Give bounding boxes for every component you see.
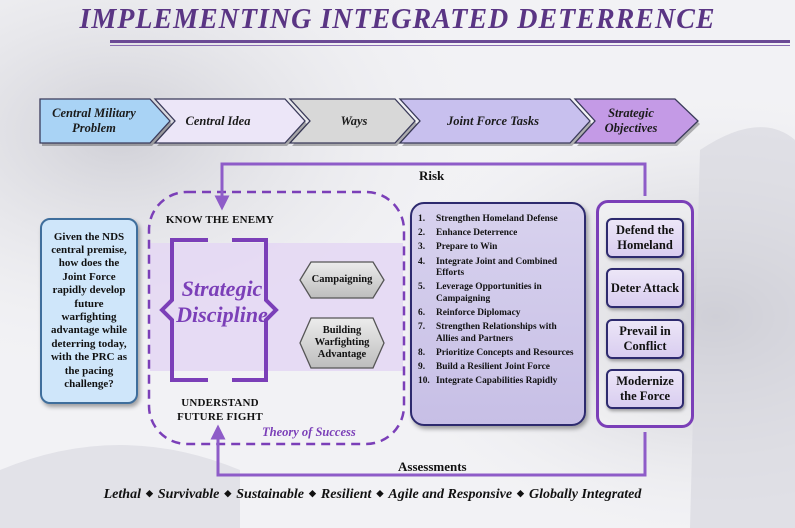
right-brace (232, 238, 279, 382)
task-text: Prioritize Concepts and Resources (436, 348, 574, 359)
title-underline-thin (110, 45, 790, 46)
task-item: 5. Leverage Opportunities in Campaigning (418, 282, 578, 305)
task-item: 3. Prepare to Win (418, 242, 578, 254)
task-text: Reinforce Diplomacy (436, 308, 521, 319)
understand-future-fight-label: UNDERSTAND FUTURE FIGHT (177, 397, 263, 423)
task-text: Enhance Deterrence (436, 228, 518, 239)
assessments-label: Assessments (398, 459, 467, 474)
page-title: IMPLEMENTING INTEGRATED DETERRENCE (79, 4, 716, 35)
task-item: 10. Integrate Capabilities Rapidly (418, 376, 578, 388)
task-number: 2. (418, 228, 426, 239)
objective-deter-attack: Deter Attack (606, 268, 684, 308)
task-text: Integrate Capabilities Rapidly (436, 376, 558, 387)
risk-label: Risk (419, 168, 445, 183)
task-item: 8. Prioritize Concepts and Resources (418, 348, 578, 360)
task-number: 7. (418, 322, 426, 333)
task-text: Integrate Joint and Combined Efforts (436, 256, 558, 279)
chevron-central-idea: Central Idea (185, 113, 251, 128)
attribute-item: Resilient (320, 487, 372, 502)
task-number: 8. (418, 348, 426, 359)
diamond-separator-icon: ◆ (308, 488, 316, 498)
chevron-shape-strategic-objectives (573, 98, 699, 144)
strategic-discipline-label: Strategic Discipline (176, 276, 268, 327)
chevron-shape-central-idea (153, 98, 306, 144)
diamond-separator-icon: ◆ (145, 488, 153, 498)
chevron-shape-joint-force-tasks (398, 98, 591, 144)
task-item: 1. Strengthen Homeland Defense (418, 214, 578, 226)
task-item: 2. Enhance Deterrence (418, 228, 578, 240)
task-item: 6. Reinforce Diplomacy (418, 308, 578, 320)
joint-force-attributes: Lethal ◆ Survivable ◆ Sustainable ◆ Resilient ◆… (0, 487, 745, 503)
chevron-shape-central-military-problem (39, 98, 171, 144)
task-item: 4. Integrate Joint and Combined Efforts (418, 257, 578, 280)
theory-frame (147, 190, 406, 446)
way-building-warfighting-advantage: Building Warfighting Advantage (314, 325, 370, 360)
task-number: 4. (418, 256, 426, 267)
attribute-item: Sustainable (236, 487, 304, 502)
hex-campaigning (299, 261, 385, 299)
chevron-shape-ways (288, 98, 416, 144)
way-campaigning: Campaigning (311, 274, 373, 285)
chevron-central-military-problem: Central Military Problem (52, 106, 136, 135)
chevron-strategic-objectives: Strategic Objectives (604, 106, 658, 135)
task-text: Prepare to Win (436, 242, 498, 253)
objective-defend-homeland: Defend the Homeland (606, 218, 684, 258)
central-problem-box: Given the NDS central premise, how does … (40, 218, 138, 404)
hex-warfighting (299, 317, 385, 369)
diamond-separator-icon: ◆ (224, 488, 232, 498)
joint-force-tasks-panel: 1. Strengthen Homeland Defense 2. Enhance D… (410, 202, 586, 426)
task-number: 9. (418, 362, 426, 373)
task-item: 7. Strengthen Relationships with Allies a… (418, 322, 578, 345)
attribute-item: Survivable (157, 487, 220, 502)
task-text: Build a Resilient Joint Force (436, 362, 550, 373)
theory-of-success-caption: Theory of Success (262, 425, 356, 439)
attribute-item: Agile and Responsive (388, 487, 513, 502)
task-text: Strengthen Relationships with Allies and… (436, 322, 557, 344)
attribute-item: Globally Integrated (528, 487, 642, 502)
chevron-ways: Ways (340, 113, 368, 128)
objective-prevail-in-conflict: Prevail in Conflict (606, 319, 684, 359)
task-number: 3. (418, 242, 426, 253)
task-number: 5. (418, 282, 426, 293)
diamond-separator-icon: ◆ (376, 488, 384, 498)
chevron-joint-force-tasks: Joint Force Tasks (447, 113, 539, 128)
task-number: 10. (418, 376, 430, 387)
know-the-enemy-label: KNOW THE ENEMY (165, 214, 275, 226)
objective-modernize-force: Modernize the Force (606, 369, 684, 409)
task-item: 9. Build a Resilient Joint Force (418, 362, 578, 374)
task-number: 6. (418, 308, 426, 319)
task-text: Leverage Opportunities in Campaigning (436, 282, 542, 304)
task-number: 1. (418, 214, 426, 224)
task-text: Strengthen Homeland Defense (436, 214, 558, 224)
left-brace (159, 238, 208, 382)
task-list: 1. Strengthen Homeland Defense 2. Enhance D… (418, 214, 578, 388)
attribute-item: Lethal (103, 487, 141, 502)
title-underline (110, 40, 790, 43)
diamond-separator-icon: ◆ (517, 488, 524, 498)
